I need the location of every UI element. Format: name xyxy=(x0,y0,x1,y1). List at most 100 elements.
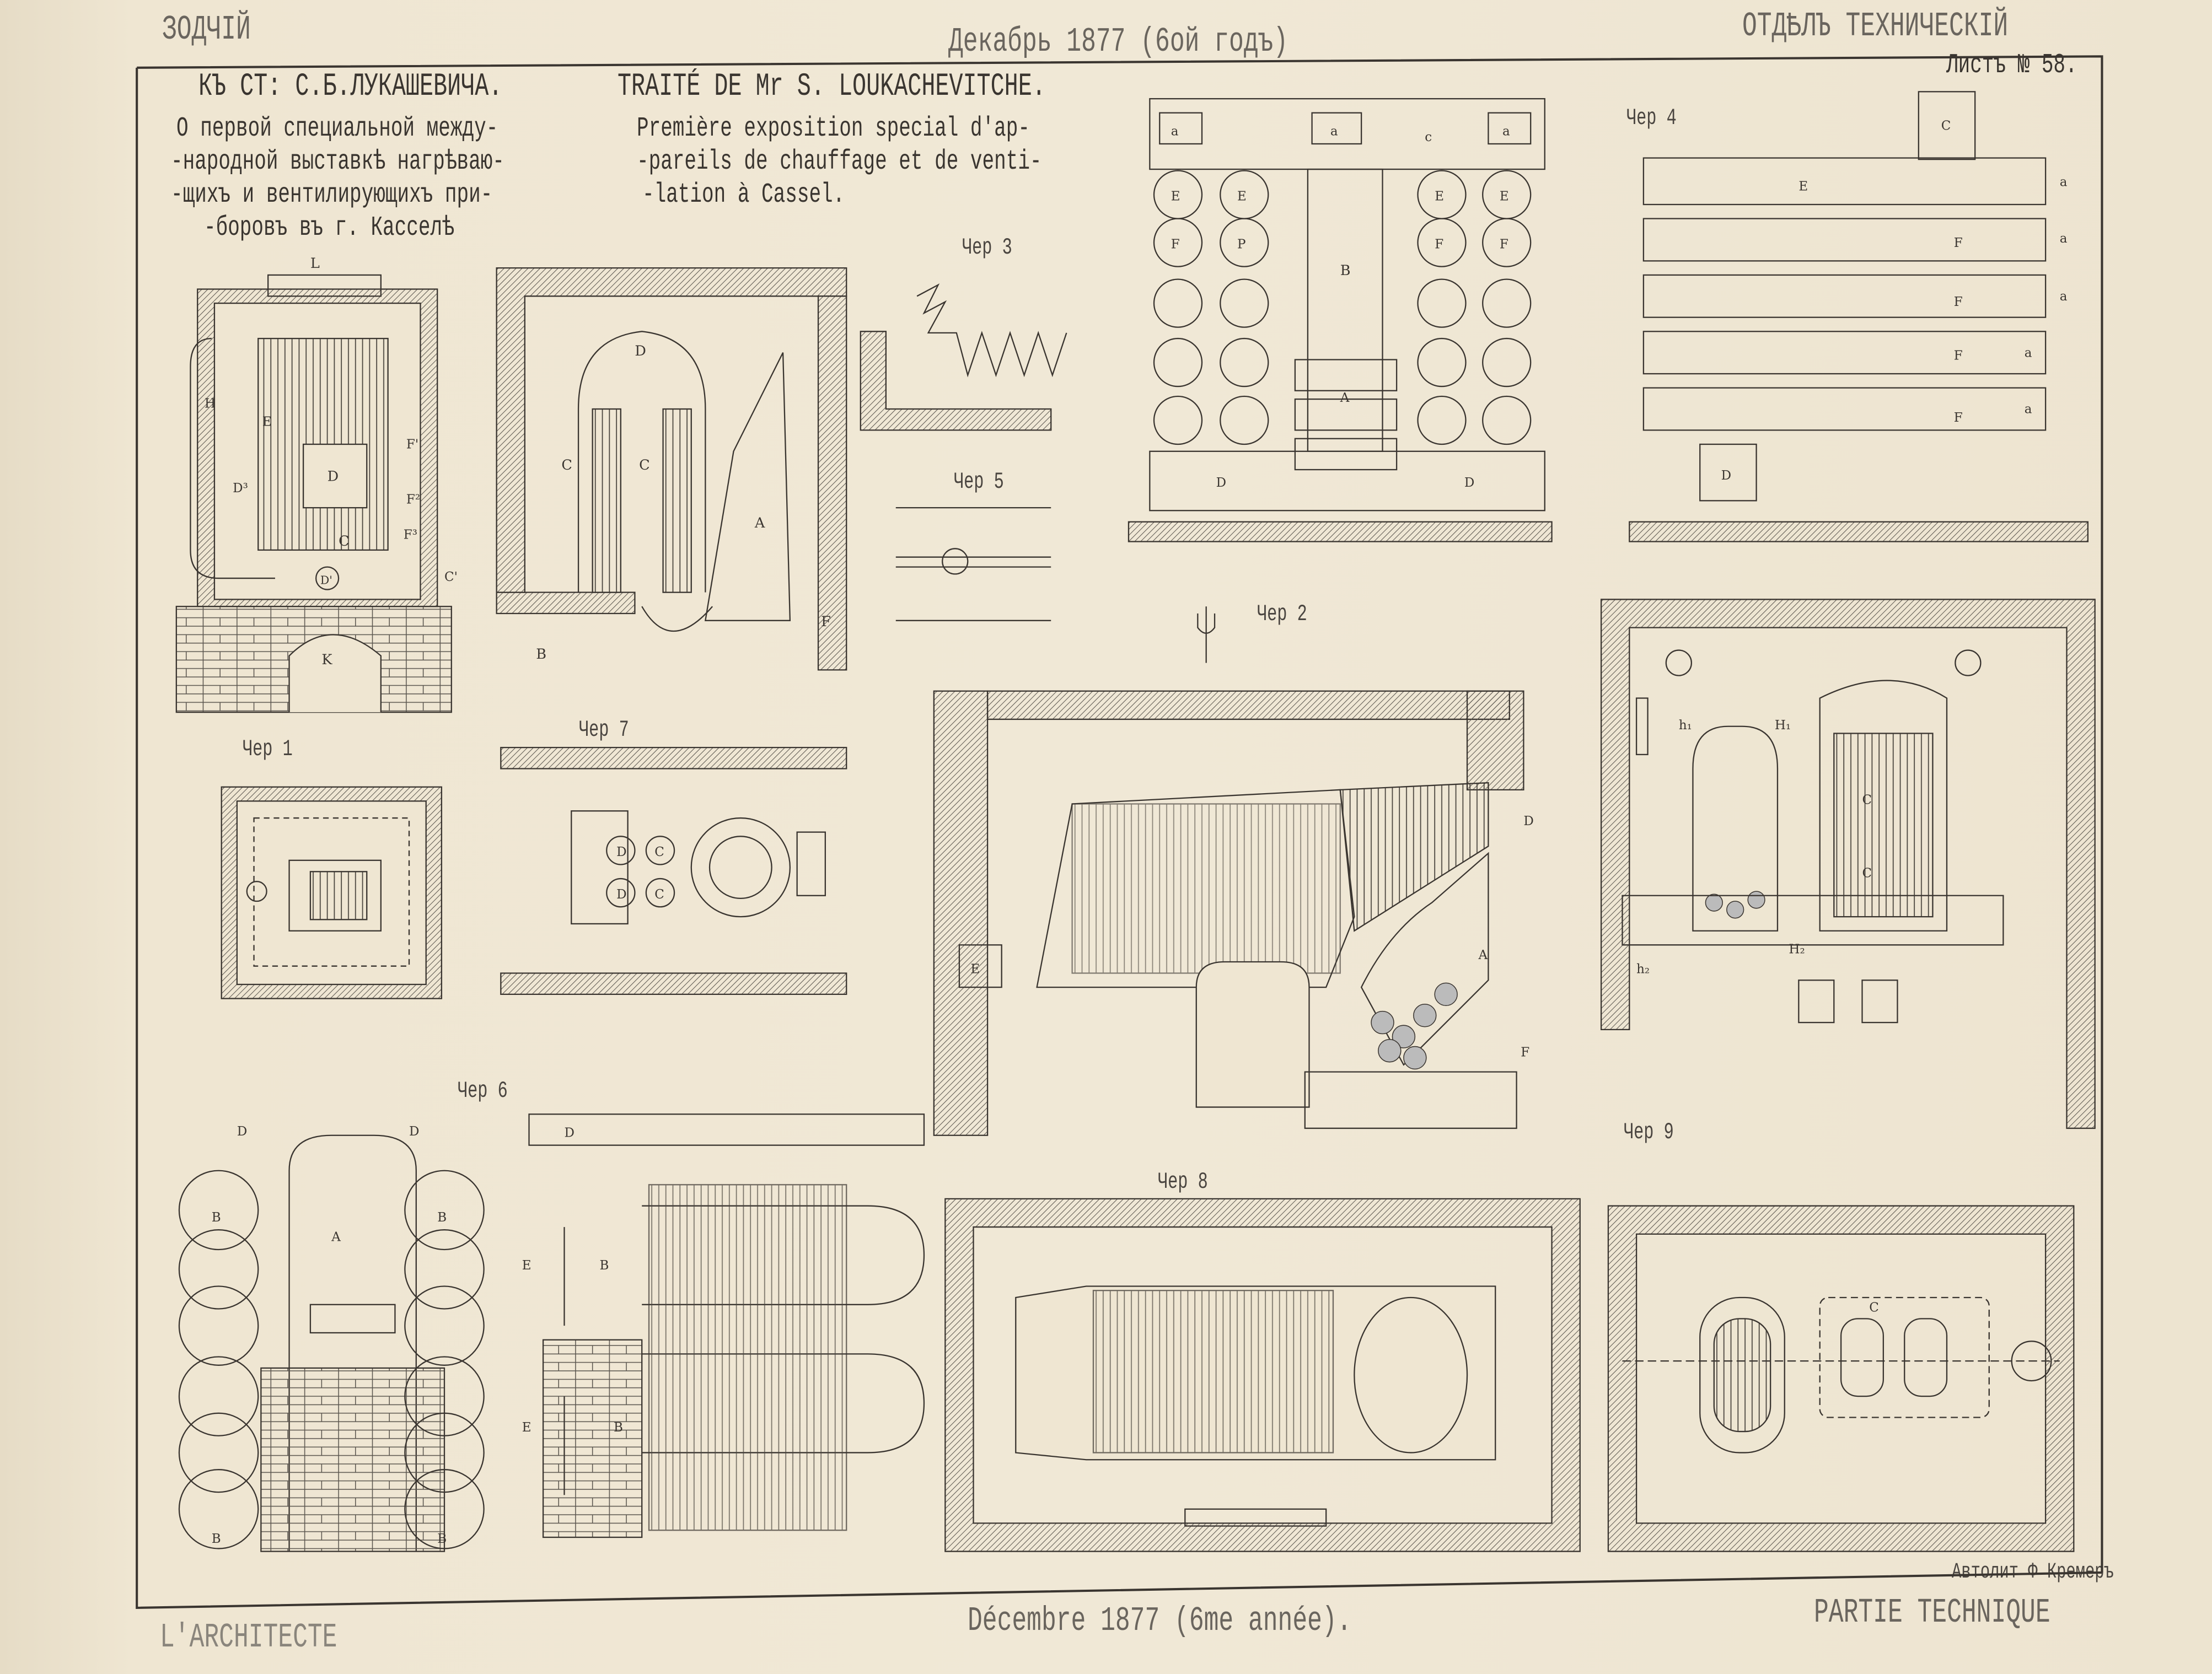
label-D: D xyxy=(409,1124,419,1139)
caption-fig-1: Чер 1 xyxy=(243,736,293,762)
figure-6-stove-front: A B B B B D D xyxy=(178,1124,485,1552)
journal-name-fr: L'ARCHITECTE xyxy=(160,1618,337,1657)
label-a: a xyxy=(2025,402,2032,417)
label-F: F xyxy=(1171,237,1180,251)
label-C1: C' xyxy=(444,570,458,584)
sheet-frame xyxy=(136,55,2103,1610)
label-C: C xyxy=(654,845,664,859)
sheet-number: Листъ № 58. xyxy=(1946,50,2077,81)
figure-1-stove-plan xyxy=(221,786,443,999)
label-B: B xyxy=(212,1210,221,1225)
label-H2: H₂ xyxy=(1789,943,1805,957)
label-B: B xyxy=(536,646,546,663)
label-B: B xyxy=(1340,262,1351,279)
label-L: L xyxy=(310,255,320,272)
figure-stove-section: L K D C E F' F² F³ D' C' H D³ xyxy=(175,255,458,713)
label-a: a xyxy=(2060,232,2068,246)
label-F: F xyxy=(1500,237,1508,251)
caption-fig-8: Чер 8 xyxy=(1158,1169,1208,1195)
label-a: a xyxy=(1502,125,1510,139)
label-A: A xyxy=(1340,391,1350,405)
label-c: c xyxy=(1425,130,1432,144)
label-E: E xyxy=(1500,189,1509,203)
label-F: F xyxy=(1521,1045,1529,1059)
label-C: C xyxy=(1869,1301,1879,1315)
label-D: D xyxy=(1216,476,1226,490)
label-H1: H₁ xyxy=(1775,718,1791,733)
label-E: E xyxy=(522,1420,531,1435)
label-F1: F' xyxy=(406,438,418,452)
label-A: A xyxy=(1478,948,1488,962)
label-E: E xyxy=(1237,189,1247,203)
label-F: F xyxy=(821,613,831,630)
section-ru: ОТДѢЛЪ ТЕХНИЧЕСКІЙ xyxy=(1742,7,2009,46)
label-B: B xyxy=(614,1420,623,1435)
label-a: a xyxy=(2025,346,2032,360)
caption-fig-2: Чер 2 xyxy=(1257,601,1307,627)
figure-8-boiler-plan xyxy=(944,1198,1581,1552)
label-C: C xyxy=(561,457,572,473)
figure-radiator-front: a a c a B A E E E E F P F F D D xyxy=(1128,98,1553,542)
label-D: D xyxy=(1464,476,1474,490)
label-E: E xyxy=(1435,189,1444,203)
label-H: H xyxy=(205,396,216,411)
label-P: P xyxy=(1237,237,1246,251)
label-F: F xyxy=(1954,411,1963,425)
title-fr-line-2: -pareils de chauffage et de venti- xyxy=(637,146,1042,177)
label-A: A xyxy=(331,1230,341,1245)
figure-6-tube-array: D E E B B xyxy=(522,1113,925,1538)
label-B: B xyxy=(437,1210,447,1225)
caption-fig-6: Чер 6 xyxy=(458,1078,508,1104)
label-C: C xyxy=(639,457,650,473)
caption-fig-5: Чер 5 xyxy=(954,469,1004,495)
label-F: F xyxy=(1435,237,1443,251)
label-a: a xyxy=(2060,175,2068,190)
label-B: B xyxy=(599,1258,609,1273)
label-F: F xyxy=(1954,236,1963,250)
label-a: a xyxy=(1330,125,1338,139)
caption-fig-7: Чер 7 xyxy=(579,717,629,743)
label-D: D xyxy=(237,1124,247,1139)
caption-fig-3: Чер 3 xyxy=(962,234,1012,261)
label-F: F xyxy=(1954,295,1963,309)
label-D: D xyxy=(616,887,626,902)
label-B: B xyxy=(212,1532,221,1546)
journal-name-ru: ЗОДЧІЙ xyxy=(162,10,251,49)
label-B: B xyxy=(437,1532,447,1546)
title-fr-line-1: Première exposition special d'ap- xyxy=(637,113,1030,144)
title-fr-line-3: -lation à Cassel. xyxy=(642,179,845,211)
figure-7-boiler-plan: D C D C xyxy=(500,746,847,995)
label-E: E xyxy=(262,415,272,429)
title-ru-line-1: О первой специальной между- xyxy=(176,113,498,144)
label-D: D xyxy=(635,343,646,359)
label-K: K xyxy=(321,652,332,668)
label-F: F xyxy=(1954,348,1963,363)
label-D: D xyxy=(1721,469,1731,483)
label-D1: D' xyxy=(320,573,332,586)
label-C: C xyxy=(1941,119,1951,133)
caption-fig-4: Чер 4 xyxy=(1626,105,1677,131)
label-D: D xyxy=(1523,814,1533,828)
label-h2: h₂ xyxy=(1636,962,1650,977)
label-A: A xyxy=(754,515,765,531)
label-C: C xyxy=(339,533,350,550)
label-C: C xyxy=(654,887,664,902)
label-E: E xyxy=(1798,179,1808,193)
figure-4-radiator-side: C E F F F F a a a a a D xyxy=(1629,91,2089,542)
label-E: E xyxy=(522,1258,531,1273)
issue-date-ru: Декабрь 1877 (6ой годъ) xyxy=(948,22,1288,61)
label-D: D xyxy=(564,1126,574,1140)
title-ru-line-4: -боровъ въ г. Касселѣ xyxy=(204,212,454,244)
label-D: D xyxy=(327,469,339,485)
label-F3: F³ xyxy=(404,528,417,542)
figure-9-boiler-plan: C xyxy=(1607,1205,2075,1552)
figure-3-zigzag xyxy=(860,283,1067,431)
title-ru-line-2: -народной выставкѣ нагрѣваю- xyxy=(171,146,504,177)
label-C: C xyxy=(1862,866,1872,881)
label-a: a xyxy=(1171,125,1179,139)
label-E: E xyxy=(1171,189,1180,203)
label-D3: D³ xyxy=(233,481,248,496)
label-D: D xyxy=(616,845,626,859)
title-ru-heading: КЪ СТ: С.Б.ЛУКАШЕВИЧА. xyxy=(198,69,503,105)
